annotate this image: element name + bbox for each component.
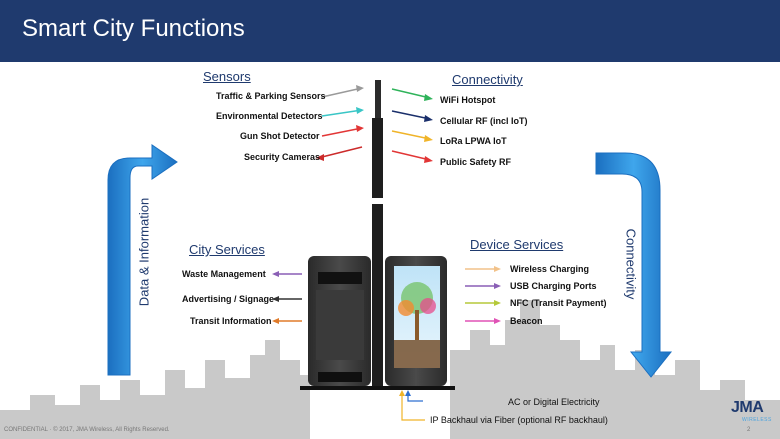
slide-title: Smart City Functions [22, 15, 245, 42]
connectivity-lora: LoRa LPWA IoT [440, 136, 507, 146]
sensor-arrows [316, 85, 364, 161]
city-service-transit: Transit Information [190, 316, 272, 326]
sensor-gun-shot: Gun Shot Detector [240, 131, 320, 141]
device-service-beacon: Beacon [510, 316, 543, 326]
smart-pole-top [375, 80, 381, 120]
connectivity-heading: Connectivity [452, 72, 523, 87]
sensor-traffic-parking: Traffic & Parking Sensors [216, 91, 326, 101]
jma-logo: JMA [731, 399, 764, 416]
confidential-footer: CONFIDENTIAL · © 2017, JMA Wireless, All… [4, 427, 170, 433]
title-bar: Smart City Functions [0, 0, 780, 62]
city-skyline [0, 300, 780, 439]
sensor-security-cameras: Security Cameras [244, 152, 321, 162]
device-service-arrows [465, 266, 501, 324]
backhaul-label: IP Backhaul via Fiber (optional RF backh… [430, 415, 608, 425]
sensor-environmental: Environmental Detectors [216, 111, 323, 121]
connectivity-flow-arrow [595, 152, 673, 378]
jma-logo-sub: WIRELESS [742, 417, 772, 423]
power-label: AC or Digital Electricity [508, 397, 600, 407]
city-service-advertising: Advertising / Signage [182, 294, 275, 304]
connectivity-public-safety: Public Safety RF [440, 157, 512, 167]
connectivity-cellular: Cellular RF (incl IoT) [440, 116, 528, 126]
city-service-waste: Waste Management [182, 269, 266, 279]
data-flow-arrow [107, 144, 178, 376]
sensors-heading: Sensors [203, 69, 251, 84]
smart-pole [372, 118, 383, 390]
device-service-wireless-charging: Wireless Charging [510, 264, 589, 274]
data-information-label: Data & Information [136, 197, 152, 307]
connectivity-wifi: WiFi Hotspot [440, 95, 496, 105]
connectivity-arrows [391, 88, 433, 163]
device-services-heading: Device Services [470, 237, 564, 252]
device-service-usb: USB Charging Ports [510, 281, 597, 291]
page-number: 2 [747, 427, 751, 433]
device-service-nfc: NFC (Transit Payment) [510, 298, 607, 308]
connectivity-label: Connectivity [623, 228, 639, 300]
utility-lines [399, 390, 425, 421]
city-services-heading: City Services [189, 242, 265, 257]
city-service-arrows [272, 271, 302, 324]
